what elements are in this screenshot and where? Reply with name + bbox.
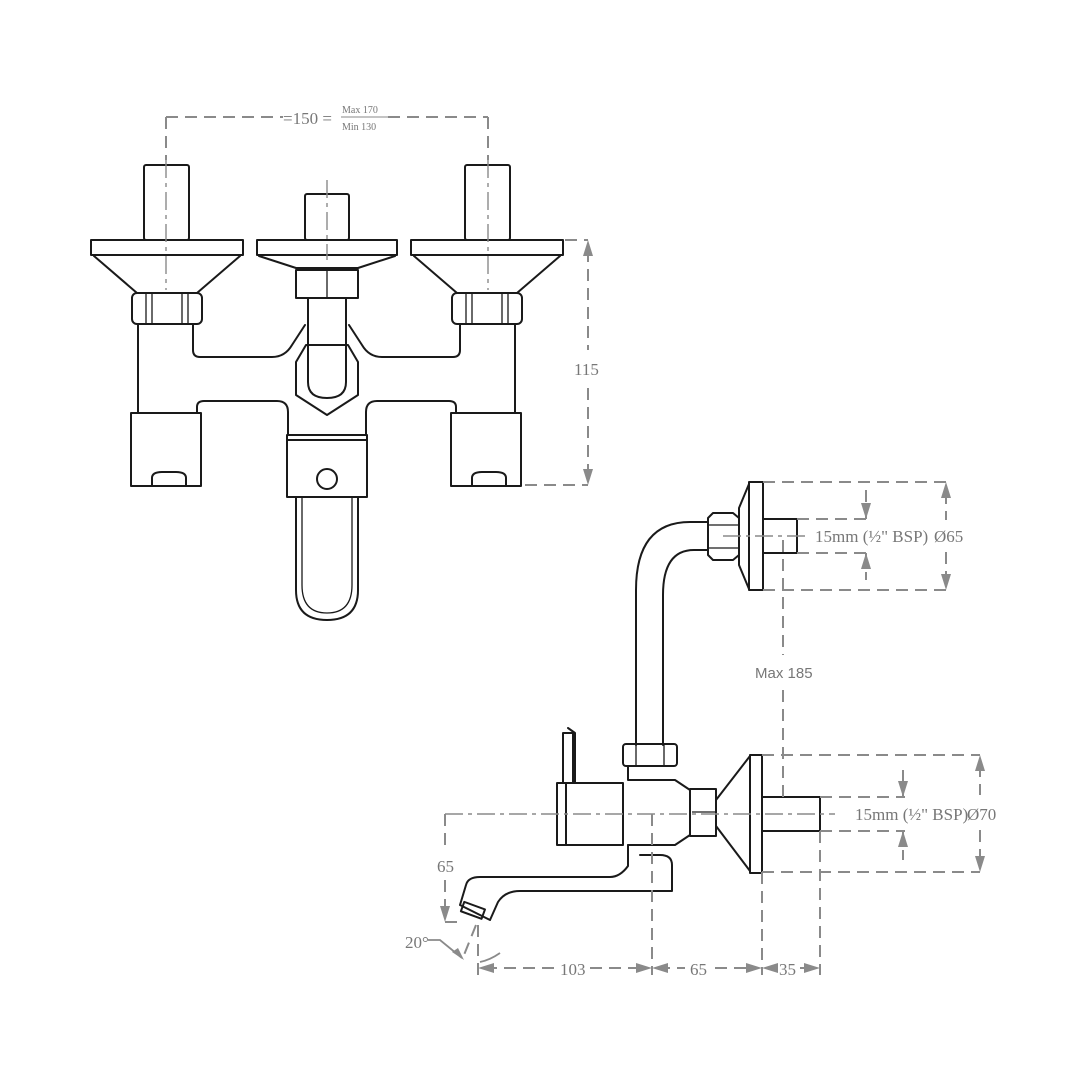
front-view (90, 116, 593, 621)
bottom-inlet-label: 15mm (½" BSP) (855, 805, 968, 824)
height-label: 115 (574, 360, 599, 379)
dim-inlet: 35 (779, 960, 796, 979)
centres-min-label: Min 130 (342, 122, 376, 133)
vertical-max-label: Max 185 (755, 665, 813, 682)
dim-spout-reach: 103 (560, 960, 586, 979)
bottom-flange-dia: Ø70 (967, 805, 996, 824)
right-inlet (410, 160, 564, 325)
centres-label: =150 = (283, 109, 332, 128)
left-inlet (90, 160, 244, 325)
top-inlet-label: 15mm (½" BSP) (815, 527, 928, 546)
mixer-body (130, 297, 522, 621)
centre-outlet (256, 180, 398, 299)
centres-max-label: Max 170 (342, 105, 378, 116)
spout (459, 844, 673, 921)
side-body (445, 727, 835, 874)
spout-angle-label: 20° (405, 933, 429, 952)
dim-body: 65 (690, 960, 707, 979)
spout-height-label: 65 (437, 857, 454, 876)
top-flange (707, 481, 810, 591)
top-flange-dia: Ø65 (934, 527, 963, 546)
side-view (428, 481, 985, 975)
